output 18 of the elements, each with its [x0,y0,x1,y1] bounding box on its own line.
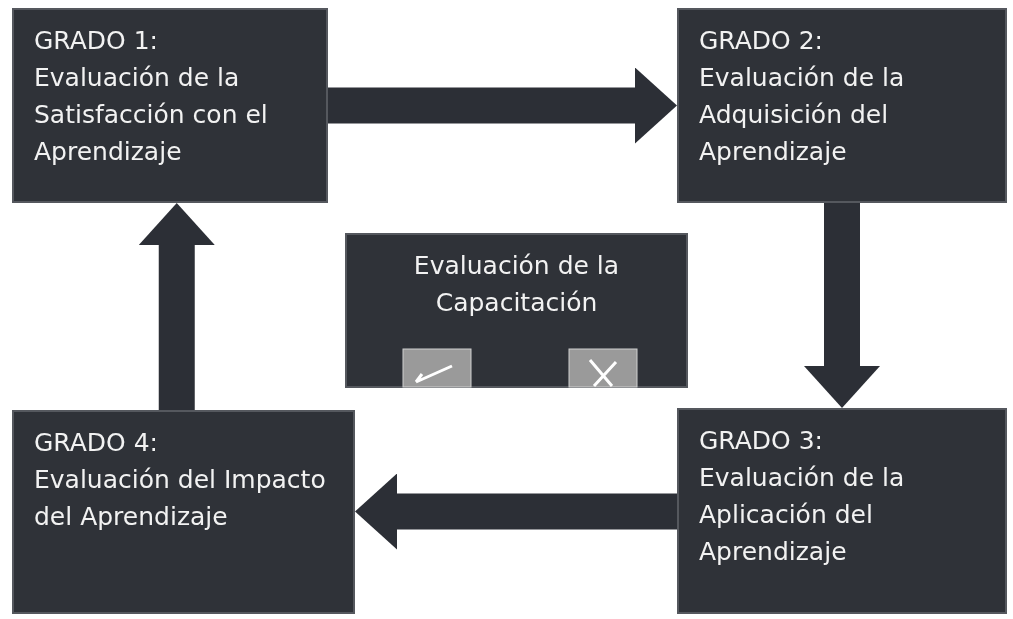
block-arrow [138,203,215,410]
stage-heading: GRADO 3: [699,425,825,457]
stage-box [12,410,355,614]
stage-description: Evaluación de la Satisfacción con el Aprendizaje [34,62,269,168]
stage-box [12,8,328,203]
stage-description: Evaluación del Impacto del Aprendizaje [34,464,327,533]
center-box [345,233,688,388]
block-arrow [328,67,677,144]
stage-heading: GRADO 1: [34,25,160,57]
stage-box [677,408,1007,614]
block-arrow [355,473,677,550]
stage-description: Evaluación de la Aplicación del Aprendizaje [699,462,906,568]
stage-box [677,8,1007,203]
block-arrow [804,203,880,408]
stage-heading: GRADO 2: [699,25,825,57]
center-title: Evaluación de la Capacitación [412,250,621,319]
stage-heading: GRADO 4: [34,427,160,459]
stage-description: Evaluación de la Adquisición del Aprendizaje [699,62,906,168]
